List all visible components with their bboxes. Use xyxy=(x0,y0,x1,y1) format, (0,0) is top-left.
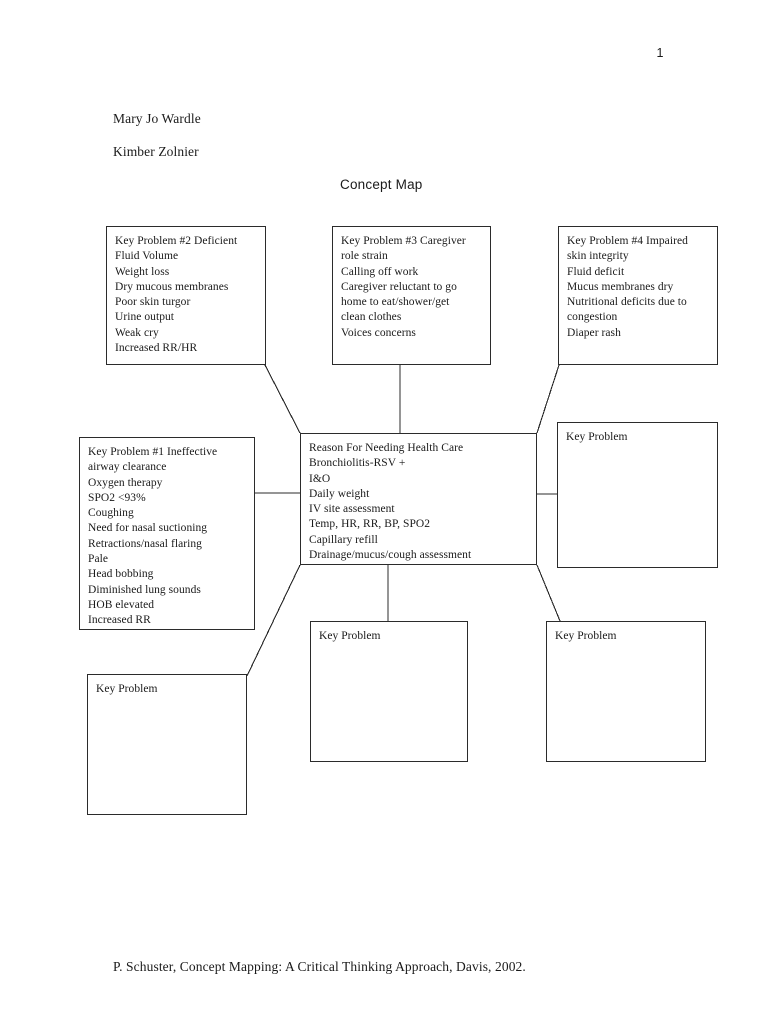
page-title: Concept Map xyxy=(340,177,423,192)
author-name-secondary: Kimber Zolnier xyxy=(113,144,199,159)
node-line: Key Problem #2 Deficient xyxy=(115,235,238,247)
connector-reason-to-kp-bottom-right xyxy=(536,564,561,622)
node-line: Key Problem xyxy=(566,431,628,443)
node-line: Retractions/nasal flaring xyxy=(88,537,202,550)
node-key-problem-3[interactable]: Key Problem #3 Caregiver role strain Cal… xyxy=(332,226,491,365)
node-line: Coughing xyxy=(88,507,134,520)
footer-citation: P. Schuster, Concept Mapping: A Critical… xyxy=(113,959,526,974)
node-line: Key Problem #3 Caregiver xyxy=(341,235,466,247)
node-line: Temp, HR, RR, BP, SPO2 xyxy=(309,518,431,531)
node-line: Fluid Volume xyxy=(115,250,179,263)
page-number: 1 xyxy=(656,46,664,60)
node-key-problem-bottom-right[interactable]: Key Problem xyxy=(546,621,706,762)
node-line: clean clothes xyxy=(341,311,402,324)
node-line: IV site assessment xyxy=(309,503,395,516)
node-line: Nutritional deficits due to xyxy=(567,296,687,309)
node-line: role strain xyxy=(341,250,388,263)
node-line: Reason For Needing Health Care xyxy=(309,442,464,454)
node-reason-for-needing-health-care[interactable]: Reason For Needing Health Care Bronchiol… xyxy=(300,433,537,565)
node-line: Urine output xyxy=(115,311,175,324)
node-line: Bronchiolitis-RSV + xyxy=(309,457,406,470)
node-key-problem-4[interactable]: Key Problem #4 Impaired skin integrity F… xyxy=(558,226,718,365)
node-line: Weight loss xyxy=(115,265,170,278)
node-line: Daily weight xyxy=(309,487,370,500)
node-line: airway clearance xyxy=(88,461,167,474)
node-line: Poor skin turgor xyxy=(115,296,191,309)
node-line: home to eat/shower/get xyxy=(341,296,450,309)
node-line: Head bobbing xyxy=(88,568,154,581)
node-line: Key Problem #4 Impaired xyxy=(567,235,688,247)
node-line: I&O xyxy=(309,472,331,485)
node-line: Key Problem #1 Ineffective xyxy=(88,446,218,458)
node-line: SPO2 <93% xyxy=(88,491,146,504)
node-line: Mucus membranes dry xyxy=(567,280,674,293)
node-line: Dry mucous membranes xyxy=(115,280,229,293)
node-line: skin integrity xyxy=(567,250,629,263)
node-line: Capillary refill xyxy=(309,533,378,546)
node-key-problem-2[interactable]: Key Problem #2 Deficient Fluid Volume We… xyxy=(106,226,266,365)
node-line: Diminished lung sounds xyxy=(88,583,201,596)
node-line: Caregiver reluctant to go xyxy=(341,280,457,293)
node-key-problem-bottom[interactable]: Key Problem xyxy=(310,621,468,762)
author-name-primary: Mary Jo Wardle xyxy=(113,111,201,126)
node-line: HOB elevated xyxy=(88,598,155,611)
connector-kp2-to-reason xyxy=(264,364,301,434)
node-line: Key Problem xyxy=(555,630,617,642)
node-line: Need for nasal suctioning xyxy=(88,522,208,535)
node-line: congestion xyxy=(567,311,618,324)
node-line: Pale xyxy=(88,553,108,566)
node-line: Oxygen therapy xyxy=(88,476,163,489)
node-line: Drainage/mucus/cough assessment xyxy=(309,549,472,562)
node-line: Key Problem xyxy=(319,630,381,642)
node-key-problem-right[interactable]: Key Problem xyxy=(557,422,718,568)
node-line: Weak cry xyxy=(115,326,159,339)
node-line: Increased RR/HR xyxy=(115,342,198,355)
node-line: Fluid deficit xyxy=(567,265,625,278)
node-line: Voices concerns xyxy=(341,326,416,339)
node-key-problem-bottom-left[interactable]: Key Problem xyxy=(87,674,247,815)
node-line: Key Problem xyxy=(96,683,158,695)
connector-kp4-to-reason xyxy=(536,364,560,434)
node-key-problem-1[interactable]: Key Problem #1 Ineffective airway cleara… xyxy=(79,437,255,630)
node-line: Calling off work xyxy=(341,265,419,278)
node-line: Diaper rash xyxy=(567,326,621,339)
node-line: Increased RR xyxy=(88,614,151,627)
